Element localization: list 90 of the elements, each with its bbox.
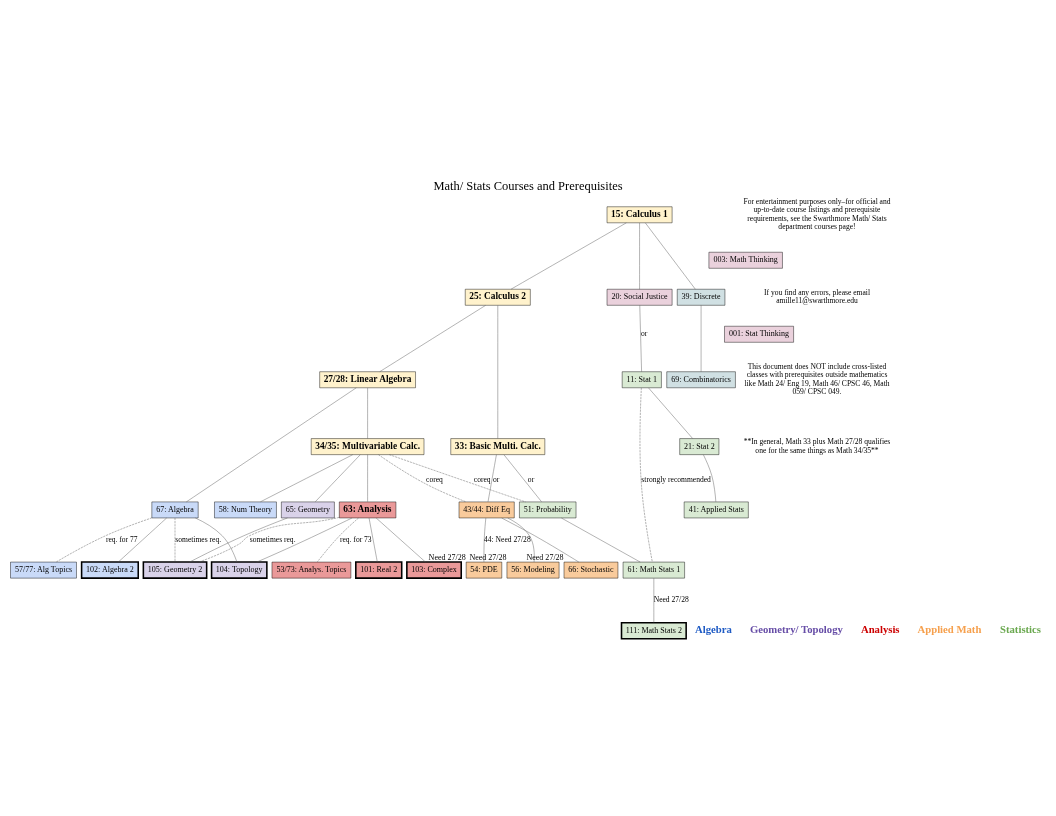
edge-label: coreq xyxy=(473,474,491,484)
node-box: 33: Basic Multi. Calc. xyxy=(450,437,546,455)
label: For entertainment purposes only–for official and up-to-date course listings and prerequisite requirements, see the Swarthmore Math/ Stats department courses page! xyxy=(743,196,891,231)
node-box: 102: Algebra 2 xyxy=(80,560,139,579)
edge-label: or xyxy=(493,474,500,484)
legend-label: Applied Math xyxy=(917,622,982,635)
connector xyxy=(507,517,535,562)
node-box: 51: Probability xyxy=(519,501,577,518)
connector xyxy=(700,304,702,372)
edge-label: coreq xyxy=(426,474,443,484)
connector xyxy=(483,517,487,562)
node-box: 101: Real 2 xyxy=(355,560,403,579)
connector xyxy=(378,454,467,502)
connector xyxy=(501,517,580,562)
node-box: 66: Stochastic xyxy=(563,561,619,578)
node-box: 11: Stat 1 xyxy=(621,371,662,388)
legend-label: Geometry/ Topology xyxy=(749,622,843,635)
node-box: 58: Num Theory xyxy=(214,501,277,518)
node-box: 001: Stat Thinking xyxy=(724,325,794,342)
connector xyxy=(503,454,542,502)
edge-label: 44: Need 27/28 xyxy=(484,534,531,544)
edge-label: or xyxy=(527,474,535,484)
connector xyxy=(317,517,359,562)
node-box: 003: Math Thinking xyxy=(708,251,783,268)
node-box: 34/35: Multivariable Calc. xyxy=(311,437,425,455)
connector xyxy=(118,517,167,562)
connector xyxy=(379,304,486,372)
node-box: 43/44: Diff Eq xyxy=(458,501,515,518)
node-box: 41: Applied Stats xyxy=(683,501,749,518)
node-box: 69: Combinatorics xyxy=(666,371,736,388)
node-box: 65: Geometry xyxy=(281,501,335,518)
node-box: 104: Topology xyxy=(210,560,268,579)
node-box: 53/73: Analys. Topics xyxy=(271,561,352,578)
edge-label: sometimes req. xyxy=(175,534,222,544)
edge-label: sometimes req. xyxy=(249,534,296,544)
node-box: 105: Geometry 2 xyxy=(142,560,208,579)
connector xyxy=(653,577,655,623)
node-box: 15: Calculus 1 xyxy=(606,206,673,223)
node-box: 61: Math Stats 1 xyxy=(622,561,685,578)
node-label: Need 27/28 xyxy=(428,552,466,562)
connector xyxy=(198,516,340,562)
node-box: 20: Social Justice xyxy=(606,288,673,305)
edge-label: req. for 73 xyxy=(339,534,372,544)
connector xyxy=(195,517,238,562)
node-label: Need 27/28 xyxy=(526,552,564,562)
connector xyxy=(375,517,426,562)
connector xyxy=(510,222,627,289)
node-box: 21: Stat 2 xyxy=(679,437,720,455)
node-box: 103: Complex xyxy=(406,560,462,579)
legend-label: Algebra xyxy=(695,622,732,635)
connector xyxy=(368,517,378,562)
connector xyxy=(315,454,361,502)
connector xyxy=(487,454,497,502)
connector xyxy=(639,387,653,562)
connector xyxy=(703,454,717,502)
node-label: Need 27/28 xyxy=(469,552,507,562)
connector xyxy=(389,453,526,502)
node-box: 111: Math Stats 2 xyxy=(620,621,687,640)
connector xyxy=(256,517,353,562)
label: **In general, Math 33 plus Math 27/28 qualifies one for the same things as Math 34/35** xyxy=(743,436,891,455)
node-box: 57/77: Alg Topics xyxy=(10,561,77,578)
connector xyxy=(174,517,176,562)
diagram-title: Math/ Stats Courses and Prerequisites xyxy=(433,178,623,193)
connector xyxy=(645,222,696,289)
node-box: 56: Modeling xyxy=(506,561,560,578)
connector xyxy=(639,304,642,372)
connector xyxy=(367,387,368,439)
edge-label: Need 27/28 xyxy=(653,594,689,604)
label: This document does NOT include cross-listed classes with prerequisites outside mathematics like Math 24/ Eng 19, Math 46/ CPSC 46, Math 059/ CPSC 049. xyxy=(744,361,890,396)
legend-label: Statistics xyxy=(1000,622,1041,635)
connector xyxy=(497,304,499,439)
connector xyxy=(561,517,641,562)
node-box: 27/28: Linear Algebra xyxy=(319,371,416,388)
connector xyxy=(55,517,153,562)
connector xyxy=(186,387,357,502)
connector xyxy=(648,387,693,439)
edge-label: strongly recommended xyxy=(641,474,711,484)
connector xyxy=(367,454,368,502)
node-box: 54: PDE xyxy=(465,561,503,578)
edge-label: req. for 77 xyxy=(105,534,138,544)
legend-label: Analysis xyxy=(860,622,900,635)
node-box: 63: Analysis xyxy=(339,501,397,518)
node-box: 39: Discrete xyxy=(677,288,726,305)
edge-label: or xyxy=(641,328,648,338)
label: If you find any errors, please email amille11@swarthmore.edu xyxy=(763,287,871,305)
node-box: 67: Algebra xyxy=(151,501,199,518)
node-box: 25: Calculus 2 xyxy=(465,288,531,305)
connector xyxy=(189,517,288,562)
connector xyxy=(639,222,640,289)
connector xyxy=(260,453,353,502)
